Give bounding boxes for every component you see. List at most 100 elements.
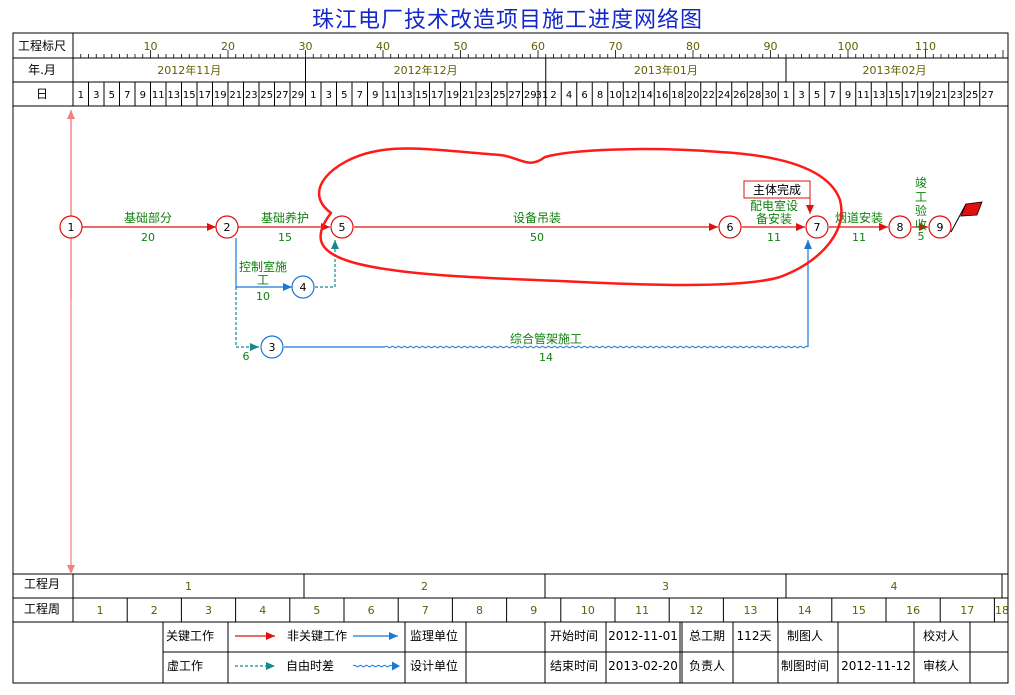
legend-float-label: 自由时差 [286, 659, 334, 673]
day-label: 25 [260, 90, 273, 101]
day-label: 18 [671, 90, 684, 101]
scale-tick-label: 60 [531, 40, 545, 53]
footer-month-label: 工程月 [24, 576, 60, 591]
day-label: 27 [508, 90, 521, 101]
activity-name-label-wrapped: 配电室设备安装 [750, 198, 798, 226]
footer-month-number: 1 [185, 580, 192, 593]
footer-week-label: 工程周 [24, 601, 60, 616]
activity-name-label: 基础部分 [124, 210, 172, 225]
day-label: 24 [718, 90, 731, 101]
activity-duration-label: 50 [530, 231, 544, 244]
day-label: 23 [245, 90, 258, 101]
day-label: 2 [550, 90, 556, 101]
drawdate-value: 2012-11-12 [841, 659, 911, 673]
svg-text:7: 7 [814, 221, 821, 234]
svg-text:5: 5 [339, 221, 346, 234]
activity-duration-label: 10 [256, 290, 270, 303]
day-label: 26 [733, 90, 746, 101]
drawdate-label: 制图时间 [781, 659, 829, 673]
day-label: 15 [183, 90, 196, 101]
svg-text:4: 4 [300, 281, 307, 294]
end-time-value: 2013-02-20 [608, 659, 678, 673]
day-label: 13 [873, 90, 886, 101]
day-label: 27 [276, 90, 289, 101]
node-5: 5 [330, 215, 354, 239]
footer-week-number: 16 [906, 604, 920, 617]
month-label: 2013年01月 [634, 63, 698, 77]
day-label: 3 [93, 90, 99, 101]
day-label: 9 [372, 90, 378, 101]
day-label: 11 [857, 90, 870, 101]
page-title: 珠江电厂技术改造项目施工进度网络图 [311, 8, 703, 33]
day-label: 4 [566, 90, 572, 101]
day-label: 21 [229, 90, 242, 101]
legend-noncritical-label: 非关键工作 [287, 629, 347, 643]
scale-tick-label: 20 [221, 40, 235, 53]
activity-duration-label: 15 [278, 231, 292, 244]
footer-week-number: 13 [744, 604, 758, 617]
svg-text:9: 9 [937, 221, 944, 234]
footer-week-number: 9 [530, 604, 537, 617]
day-label: 17 [431, 90, 444, 101]
month-label: 2012年11月 [157, 63, 221, 77]
day-label: 5 [341, 90, 347, 101]
day-label: 21 [462, 90, 475, 101]
dummy-arrow-2-3 [235, 287, 259, 351]
day-label: 29 [524, 90, 537, 101]
highlight-annotation-loop [317, 147, 843, 287]
footer-week-number: 6 [368, 604, 375, 617]
month-label: 2012年12月 [394, 63, 458, 77]
day-row-label: 日 [36, 87, 48, 101]
footer-week-number: 18 [995, 604, 1009, 617]
day-label: 5 [109, 90, 115, 101]
node-6: 6 [718, 215, 742, 239]
finish-flag-icon [950, 201, 983, 233]
footer-week-number: 5 [313, 604, 320, 617]
activity-name-label: 综合管架施工 [510, 331, 582, 346]
node-2: 2 [215, 215, 239, 239]
node-7: 7 [805, 215, 829, 239]
day-label: 19 [214, 90, 227, 101]
day-label: 17 [904, 90, 917, 101]
day-label: 31 [536, 90, 549, 101]
month-row-label: 年.月 [28, 63, 56, 77]
footer-month-number: 3 [662, 580, 669, 593]
legend-float-wave [352, 664, 393, 668]
day-label: 1 [310, 90, 316, 101]
legend-designer-label: 设计单位 [410, 658, 458, 673]
total-duration-value: 112天 [737, 629, 772, 643]
total-duration-label: 总工期 [689, 629, 725, 643]
activity-duration-label: 14 [539, 351, 553, 364]
day-label: 8 [597, 90, 603, 101]
reviewer-label: 审核人 [923, 658, 959, 673]
legend: 关键工作 非关键工作 监理单位 虚工作 自由时差 设计单位 开始时间 2012-… [166, 628, 959, 673]
scale-row-label: 工程标尺 [18, 38, 66, 53]
start-time-label: 开始时间 [550, 629, 598, 643]
footer-week-number: 11 [635, 604, 649, 617]
day-label: 1 [783, 90, 789, 101]
day-label: 7 [829, 90, 835, 101]
day-label: 1 [78, 90, 84, 101]
scale-tick-label: 110 [915, 40, 936, 53]
legend-critical-label: 关键工作 [166, 629, 214, 643]
month-label: 2013年02月 [863, 63, 927, 77]
activity-name-label: 烟道安装 [835, 210, 883, 225]
day-label: 23 [477, 90, 490, 101]
day-label: 17 [198, 90, 211, 101]
scale-tick-label: 10 [144, 40, 158, 53]
start-time-value: 2012-11-01 [608, 629, 678, 643]
free-float-wave [384, 345, 809, 349]
day-label: 9 [845, 90, 851, 101]
svg-text:2: 2 [224, 221, 231, 234]
day-label: 3 [798, 90, 804, 101]
day-label: 12 [625, 90, 638, 101]
footer-week-number: 14 [798, 604, 812, 617]
day-label: 21 [935, 90, 948, 101]
day-label: 7 [124, 90, 130, 101]
day-label: 22 [702, 90, 715, 101]
scale-tick-label: 80 [686, 40, 700, 53]
